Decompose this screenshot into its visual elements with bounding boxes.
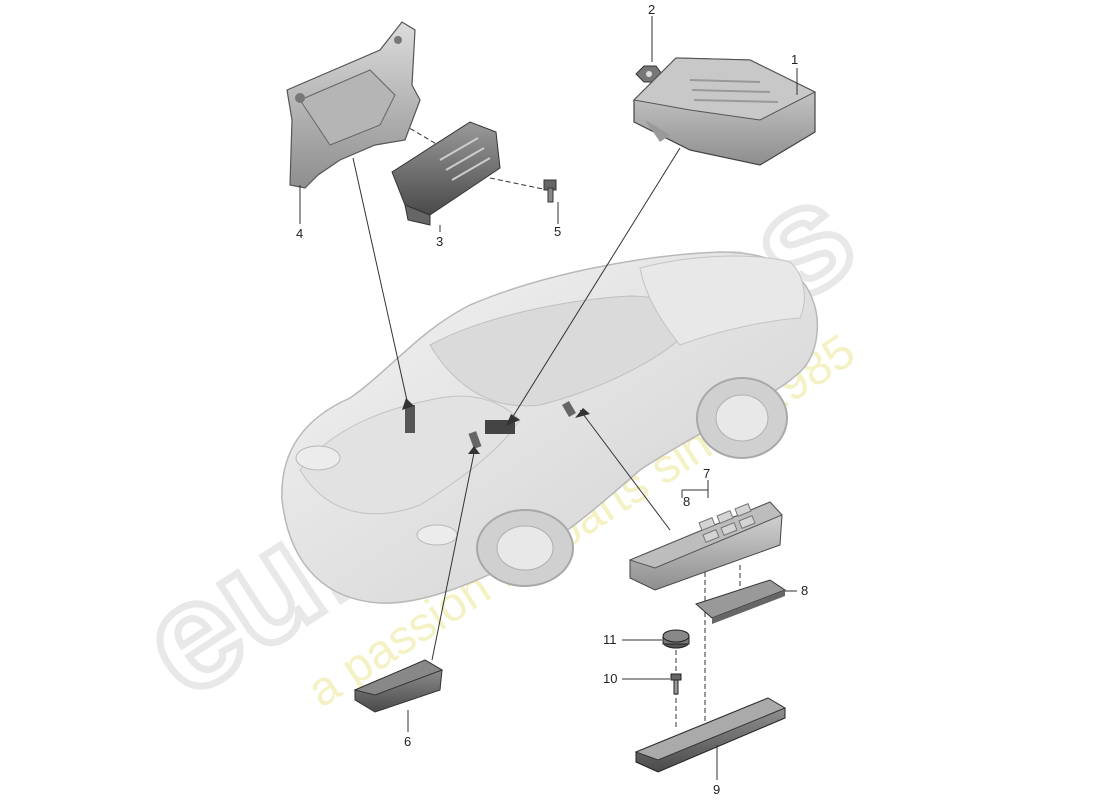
base-tray-icon [634, 697, 787, 773]
sensor-module-icon [391, 121, 501, 226]
screw-icon [670, 673, 682, 695]
grommet-icon [662, 629, 690, 649]
callout-2: 2 [648, 2, 656, 17]
callout-5: 5 [554, 224, 562, 239]
callout-8-lower: 8 [801, 583, 809, 598]
bolt-icon [543, 179, 557, 203]
callout-3: 3 [436, 234, 444, 249]
tray-assembly-icon [628, 501, 783, 591]
callout-1: 1 [791, 52, 799, 67]
located-sensor-icon [405, 405, 415, 433]
cover-plate-icon [695, 579, 787, 624]
car-illustration [281, 251, 819, 604]
located-antenna-icon [468, 431, 482, 449]
bracket-icon [286, 21, 421, 189]
callout-leaders [299, 16, 798, 780]
callout-9: 9 [713, 782, 721, 797]
callout-7: 7 [703, 466, 711, 481]
callout-8-upper: 8 [683, 494, 691, 509]
callout-4: 4 [296, 226, 304, 241]
antenna-module-icon [353, 659, 444, 713]
callout-6: 6 [404, 734, 412, 749]
callout-10: 10 [603, 671, 618, 686]
callout-11: 11 [603, 632, 617, 647]
located-tray-icon [562, 400, 576, 418]
control-unit-icon [632, 57, 817, 166]
